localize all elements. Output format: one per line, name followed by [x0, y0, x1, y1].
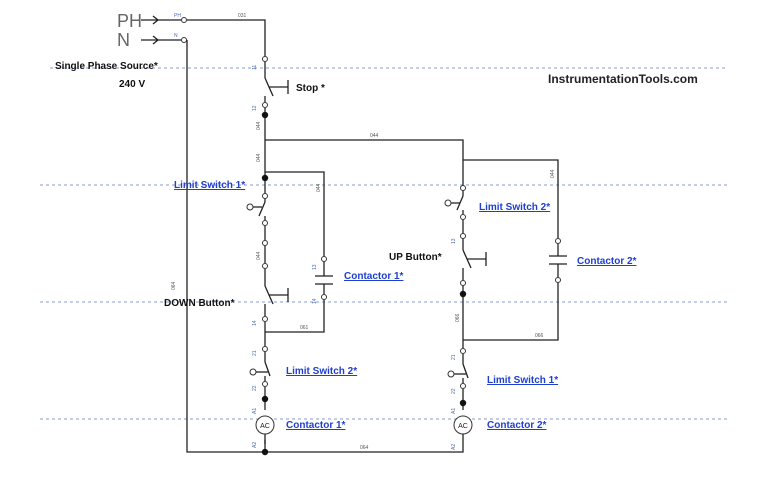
ls1-bottom-terminal-top — [460, 348, 466, 354]
junction-dot — [459, 399, 467, 407]
limit-switch2-top-link[interactable]: Limit Switch 2* — [479, 202, 550, 213]
n-tag: N — [174, 33, 178, 39]
ls1-terminal-top — [262, 193, 268, 199]
wire-031: 031 — [238, 13, 247, 19]
wire-061: 061 — [300, 325, 309, 331]
contactor1-aux-link[interactable]: Contactor 1* — [344, 271, 404, 282]
coil1-term-a2: A2 — [252, 442, 258, 448]
junction-dot — [261, 448, 269, 456]
ls2-term-22: 22 — [252, 385, 258, 391]
c1-aux-return — [265, 300, 325, 333]
wire-044e: 044 — [256, 251, 262, 260]
coil1-text: AC — [260, 423, 270, 430]
junction-dot — [261, 174, 269, 182]
ls2-bottom-roller — [249, 368, 257, 376]
wire-044c: 044 — [370, 133, 379, 139]
stop-terminal-bottom — [262, 102, 268, 108]
limit-switch2-bottom-link[interactable]: Limit Switch 2* — [286, 366, 357, 377]
c2-aux-terminal-top — [555, 238, 561, 244]
ls2-bottom-terminal-top — [262, 346, 268, 352]
up-button-label: UP Button* — [389, 252, 442, 263]
ls1-term-21: 21 — [451, 354, 457, 360]
wire-044b: 044 — [256, 153, 262, 162]
c1-aux-terminal-top — [321, 256, 327, 262]
right-branch-wire — [265, 139, 464, 178]
junction-dot — [459, 290, 467, 298]
coil2-term-a1: A1 — [451, 408, 457, 414]
neutral-wire — [186, 40, 464, 453]
contactor1-coil-link[interactable]: Contactor 1* — [286, 420, 346, 431]
coil2-term-a2: A2 — [451, 444, 457, 450]
c2-aux-terminal-bottom — [555, 277, 561, 283]
limit-switch1-bottom-link[interactable]: Limit Switch 1* — [487, 375, 558, 386]
ls2-term-21: 21 — [252, 350, 258, 356]
contactor1-aux-branch — [265, 171, 325, 256]
c2-aux-return — [463, 283, 559, 341]
up-terminal-bottom — [460, 280, 466, 286]
ls1-roller — [246, 203, 254, 211]
n-terminal — [181, 37, 187, 43]
down-terminal-top — [262, 240, 268, 246]
coil1-term-a1: A1 — [252, 408, 258, 414]
ls2-top-roller — [444, 199, 452, 207]
down-terminal-mid — [262, 263, 268, 269]
stop-term-11: 11 — [252, 65, 258, 70]
wire-066b: 066 — [535, 333, 544, 339]
c1-aux-term-14: 14 — [312, 298, 318, 304]
contactor2-aux-branch — [463, 159, 559, 238]
wire-064b: 064 — [360, 445, 369, 451]
stop-term-12: 12 — [252, 105, 258, 111]
up-terminal-top — [460, 233, 466, 239]
n-label: N — [117, 30, 130, 50]
ls1-term-22: 22 — [451, 388, 457, 394]
wire-064: 064 — [171, 281, 177, 290]
source-voltage: 240 V — [119, 79, 145, 90]
ph-label: PH — [117, 11, 142, 31]
brand-text: InstrumentationTools.com — [548, 72, 698, 86]
source-title: Single Phase Source* — [55, 61, 158, 72]
up-term-13: 13 — [451, 238, 457, 244]
stop-label: Stop * — [296, 83, 325, 94]
c1-aux-term-13: 13 — [312, 264, 318, 270]
ph-arrow-icon — [141, 15, 160, 25]
ls1-bottom-contact — [462, 363, 469, 379]
junction-dot — [261, 395, 269, 403]
wire-044f: 044 — [550, 169, 556, 178]
ls2-top-terminal-top — [460, 185, 466, 191]
ph-wire — [187, 19, 266, 56]
n-arrow-icon — [141, 35, 160, 45]
ls1-bottom-roller — [447, 370, 455, 378]
contactor2-coil-link[interactable]: Contactor 2* — [487, 420, 547, 431]
ls2-top-terminal-bottom — [460, 214, 466, 220]
limit-switch1-top-link[interactable]: Limit Switch 1* — [174, 180, 245, 191]
wire-044d: 044 — [316, 183, 322, 192]
junction-dot — [261, 111, 269, 119]
stop-terminal-top — [262, 56, 268, 62]
wire-044a: 044 — [256, 121, 262, 130]
ph-tag: PH — [174, 13, 181, 19]
down-terminal-bottom — [262, 316, 268, 322]
ls2-bottom-terminal-bottom — [262, 381, 268, 387]
down-button-label: DOWN Button* — [164, 298, 235, 309]
ph-terminal — [181, 17, 187, 23]
ls2-bottom-contact — [264, 361, 271, 377]
coil2-text: AC — [458, 423, 468, 430]
c1-aux-terminal-bottom — [321, 294, 327, 300]
ls1-contact — [258, 201, 266, 217]
contactor2-aux-link[interactable]: Contactor 2* — [577, 256, 637, 267]
wire-066: 066 — [455, 313, 461, 322]
ls1-bottom-terminal-bottom — [460, 383, 466, 389]
ls1-terminal-bottom — [262, 220, 268, 226]
down-term-14: 14 — [252, 320, 258, 326]
